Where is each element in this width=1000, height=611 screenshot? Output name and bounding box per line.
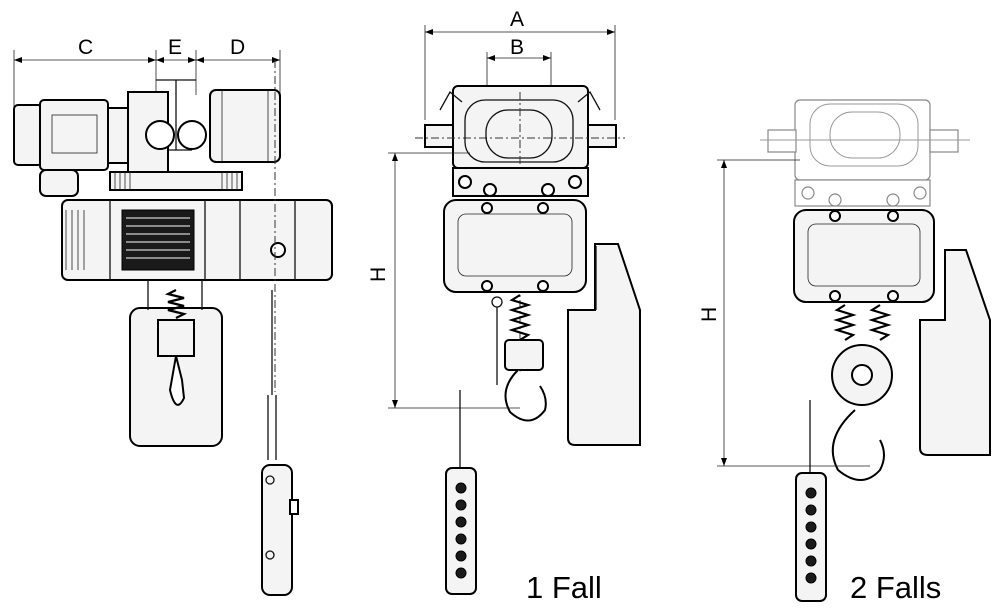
dimension-label-e: E (168, 36, 182, 59)
hoist-body-side (61, 199, 333, 281)
dimension-label-b: B (510, 36, 524, 59)
dimension-label-d: D (230, 36, 245, 59)
caption-single-fall: 1 Fall (526, 570, 602, 605)
side-view: C E D (13, 36, 333, 596)
dimension-b: B (486, 36, 552, 90)
dimension-label-h-double: H (698, 307, 721, 322)
dimension-h-double: H (698, 159, 870, 467)
dimension-cde: C E D (13, 36, 281, 110)
dimension-h-single: H (367, 152, 520, 409)
caption-double-fall: 2 Falls (850, 570, 941, 605)
front-view-double-fall: H 2 Falls (698, 99, 991, 605)
trolley-motor (13, 91, 207, 197)
dimension-label-a: A (510, 8, 524, 31)
front-view-single-fall: A B (367, 8, 641, 605)
dimension-label-c: C (78, 36, 93, 59)
dimension-a: A (424, 8, 616, 120)
dimension-label-h-single: H (367, 267, 390, 282)
